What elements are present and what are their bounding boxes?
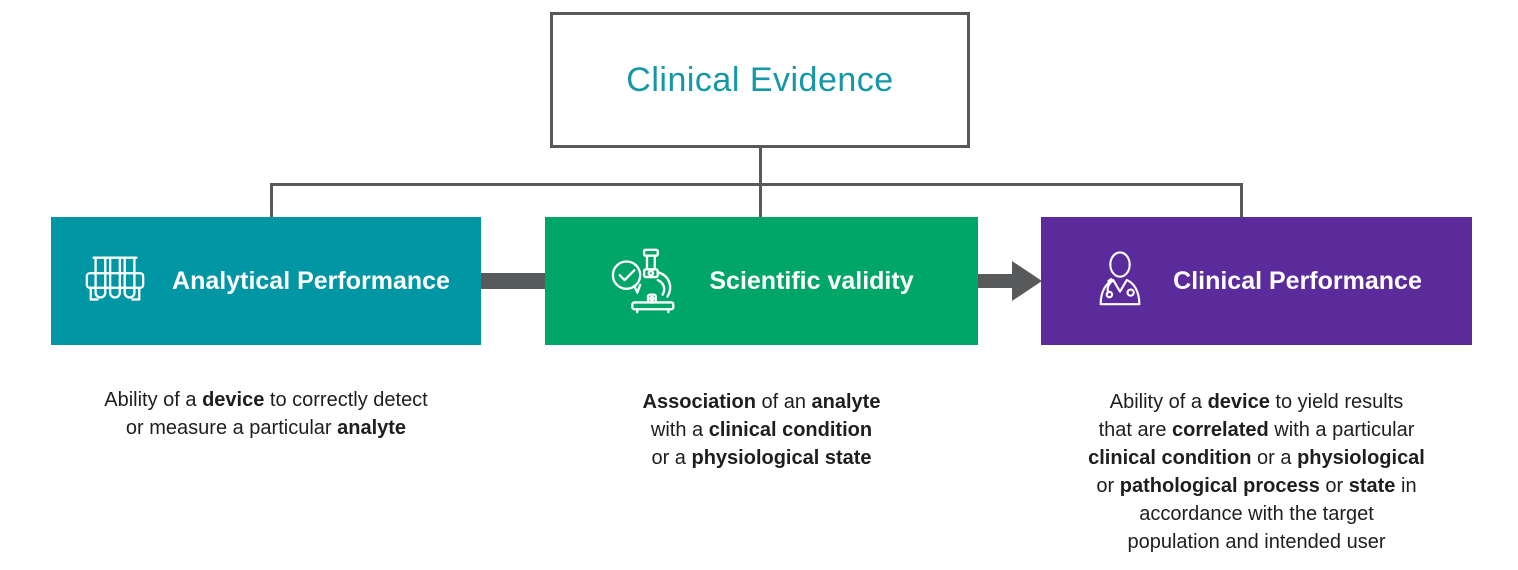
clinical-evidence-box: Clinical Evidence bbox=[550, 12, 970, 148]
box-label: Analytical Performance bbox=[172, 266, 450, 295]
description-clinical-performance: Ability of a device to yield results tha… bbox=[1088, 391, 1425, 553]
microscope-check-icon bbox=[612, 248, 675, 314]
arrow-right-head-icon bbox=[1012, 261, 1042, 301]
box-clinical-performance: Clinical Performance bbox=[1041, 217, 1472, 345]
doctor-icon bbox=[1099, 251, 1141, 306]
description-scientific-validity: Association of an analyte with a clinica… bbox=[642, 391, 881, 469]
arrow-right-icon bbox=[978, 274, 1018, 288]
connector-bar bbox=[481, 273, 545, 289]
connector-line-mid-vertical bbox=[759, 183, 762, 217]
connector-line-right-vertical bbox=[1240, 183, 1243, 217]
connector-line-left-vertical bbox=[270, 183, 273, 217]
diagram-title: Clinical Evidence bbox=[626, 60, 894, 99]
box-analytical-performance: Analytical Performance bbox=[51, 217, 481, 345]
box-scientific-validity: Scientific validity bbox=[545, 217, 978, 345]
connector-line-top-vertical bbox=[759, 148, 762, 186]
test-tubes-icon bbox=[85, 256, 145, 301]
box-label: Clinical Performance bbox=[1173, 266, 1422, 295]
box-label: Scientific validity bbox=[709, 266, 914, 295]
connector-line-horizontal bbox=[270, 183, 1243, 186]
description-analytical-performance: Ability of a device to correctly detect … bbox=[104, 389, 428, 439]
